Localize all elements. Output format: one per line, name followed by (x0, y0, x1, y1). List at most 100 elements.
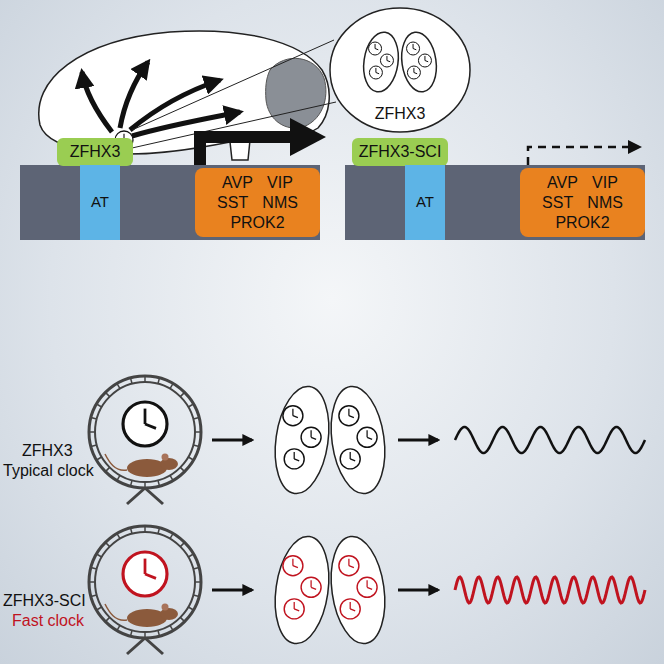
wheel-rung (180, 542, 184, 546)
clock-hand (350, 602, 351, 609)
weak-promoter-arrow (528, 147, 630, 165)
wheel-rung (117, 384, 120, 389)
clock-face (284, 449, 304, 469)
wheel-stand (145, 638, 163, 654)
clock-hand (292, 409, 293, 416)
wheel-rung (170, 625, 173, 630)
wheel-rung (158, 480, 160, 486)
wheel-rung (89, 581, 95, 583)
flow-arrow (398, 439, 438, 442)
flow-arrow (212, 589, 252, 592)
wheel-stand (127, 488, 145, 504)
clock-face (339, 556, 359, 576)
wheel-rung (144, 376, 146, 382)
zoom-bubble (330, 8, 470, 132)
row-label: ZFHX3 (22, 442, 73, 460)
clock-face (301, 427, 321, 447)
scn-lobe (269, 533, 336, 647)
clock-face (340, 599, 360, 619)
node-text: AT (91, 193, 109, 212)
wheel-rung (158, 630, 160, 636)
dna-bar (20, 165, 320, 240)
clock-face (283, 406, 303, 426)
wheel-rung (180, 467, 184, 471)
clock-hand (144, 559, 147, 574)
clock-hand (367, 587, 372, 589)
clock-hand (366, 430, 367, 437)
clock-face (339, 406, 359, 426)
clock-hand (387, 61, 390, 62)
clock-hand (145, 574, 156, 578)
clock-face (380, 54, 393, 67)
clock-face (407, 66, 420, 79)
node-text: AT (416, 193, 434, 212)
node-text: AVP VIP SST NMS PROK2 (212, 173, 304, 233)
mouse-head (160, 458, 178, 470)
clock-face (301, 577, 321, 597)
wheel-rung (105, 617, 109, 621)
wheel-rung (117, 475, 120, 480)
clock-hand (424, 56, 425, 61)
wheel-rung (97, 404, 102, 407)
clock-hand (375, 68, 376, 73)
zoom-line (132, 40, 334, 130)
clock-face (418, 54, 431, 67)
flow-arrow (212, 439, 252, 442)
clock-hand (349, 566, 354, 568)
clock-hand (294, 459, 299, 461)
clock-hand (310, 580, 311, 587)
clock-face (357, 577, 377, 597)
row-label: Typical clock (3, 462, 94, 480)
clock-face (123, 402, 167, 446)
wheel-rung (170, 475, 173, 480)
clock-hand (375, 44, 376, 49)
clock-hand (145, 424, 156, 428)
clock-hand (144, 409, 147, 424)
scn-lobe (325, 383, 392, 497)
projection-arrow (82, 72, 112, 132)
wheel-rung (180, 617, 184, 621)
wheel-rung (97, 457, 102, 460)
wheel-stand (145, 488, 163, 504)
clock-hand (349, 416, 354, 418)
wheel-rung (193, 445, 199, 447)
clock-face (283, 556, 303, 576)
clock-hand (294, 609, 299, 611)
clock-hand (413, 44, 414, 49)
wheel-rung (158, 528, 160, 534)
wheel-rung (195, 581, 201, 583)
wheel-rung (193, 568, 199, 570)
zoom-label-area: ZFHX3 (350, 100, 450, 128)
wheel-rung (144, 632, 146, 638)
clock-hand (348, 409, 349, 416)
target-genes-box: AVP VIP SST NMS PROK2 (520, 168, 645, 237)
wheel-rung (195, 431, 201, 433)
wheel-rung (193, 595, 199, 597)
promoter-arrow (200, 137, 292, 165)
mouse-head (160, 608, 178, 620)
clock-hand (350, 459, 355, 461)
wheel-rung (97, 607, 102, 610)
clock-face (284, 599, 304, 619)
clock-hand (386, 56, 387, 61)
wheel-rung (170, 534, 173, 539)
clock-hand (311, 587, 316, 589)
wheel-rung (89, 431, 95, 433)
projection-arrow (130, 80, 220, 130)
wheel-rung (144, 526, 146, 532)
rhythm-wave (455, 427, 645, 453)
mouse-tail (105, 454, 127, 470)
clock-hand (310, 430, 311, 437)
wheel-rung (91, 568, 97, 570)
wheel-rung (91, 418, 97, 420)
wheel-rung (188, 457, 193, 460)
clock-hand (413, 68, 414, 73)
clock-hand (414, 73, 417, 74)
wheel-rung (158, 378, 160, 384)
wheel-rung (131, 630, 133, 636)
wheel-rung (188, 554, 193, 557)
wheel-rung (117, 534, 120, 539)
mouse-tail (105, 604, 127, 620)
row-label: Fast clock (12, 612, 84, 630)
